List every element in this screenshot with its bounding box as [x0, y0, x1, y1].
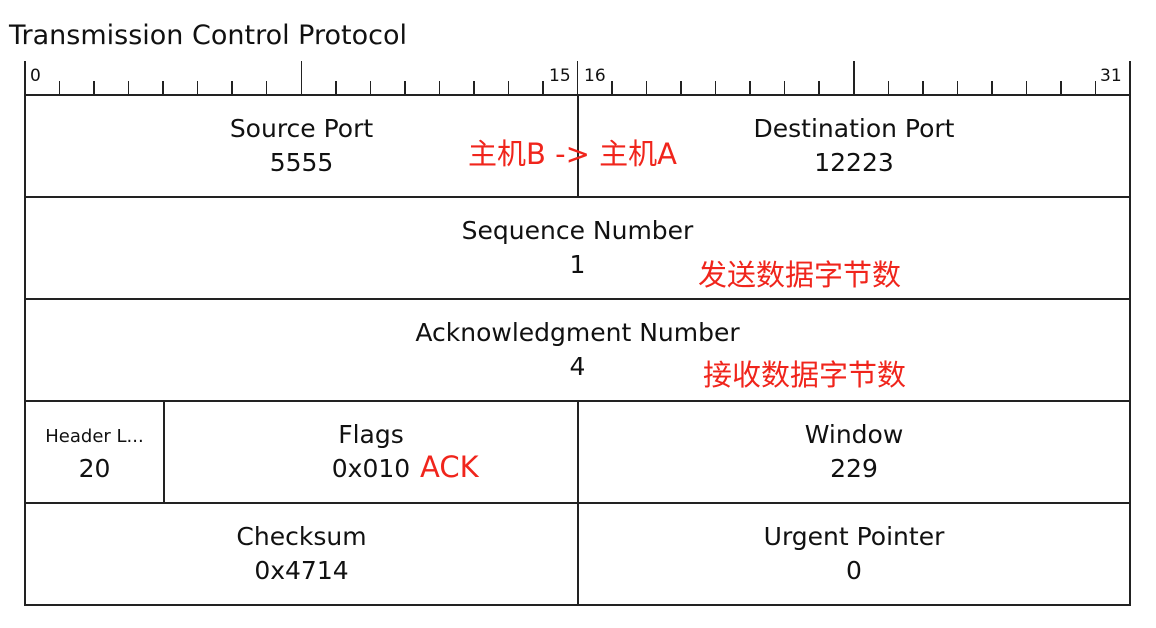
- flags-field: Flags 0x010: [163, 400, 579, 504]
- ruler-tick: [58, 81, 61, 95]
- sequence-number-value: 1: [569, 250, 586, 279]
- sequence-number-field: Sequence Number 1: [24, 196, 1131, 300]
- sequence-note-annotation: 发送数据字节数: [698, 258, 902, 292]
- ruler-tick: [93, 81, 95, 95]
- ruler-tick: [1129, 61, 1131, 95]
- destination-port-value: 12223: [814, 148, 894, 177]
- page-title: Transmission Control Protocol: [9, 20, 407, 51]
- destination-port-label: Destination Port: [753, 114, 955, 143]
- ruler-tick: [991, 81, 993, 95]
- source-port-value: 5555: [269, 148, 334, 177]
- ruler-tick: [300, 61, 302, 95]
- ruler-tick: [231, 81, 233, 95]
- acknowledgment-number-field: Acknowledgment Number 4: [24, 298, 1131, 402]
- ruler-tick: [542, 81, 544, 95]
- checksum-label: Checksum: [236, 522, 367, 551]
- window-value: 229: [830, 454, 878, 483]
- bit-label-31: 31: [1100, 66, 1122, 86]
- checksum-field: Checksum 0x4714: [24, 502, 579, 606]
- ruler-tick: [127, 81, 130, 95]
- direction-annotation: 主机B -> 主机A: [468, 137, 677, 171]
- ruler-tick: [714, 81, 717, 95]
- ruler-tick: [1094, 81, 1097, 95]
- ruler-tick: [335, 81, 337, 95]
- ruler-tick: [680, 81, 682, 95]
- flags-label: Flags: [338, 420, 404, 449]
- ruler-tick: [404, 81, 406, 95]
- ruler-tick: [438, 81, 441, 95]
- flags-value: 0x010: [331, 454, 411, 483]
- acknowledgment-number-label: Acknowledgment Number: [415, 318, 740, 347]
- ruler-tick: [611, 81, 613, 95]
- ruler-tick: [265, 81, 268, 95]
- header-length-label: Header L...: [45, 426, 144, 447]
- ruler-tick: [922, 81, 924, 95]
- acknowledgment-note-annotation: 接收数据字节数: [703, 358, 907, 392]
- ruler-tick: [645, 81, 648, 95]
- ack-flag-annotation: ACK: [420, 450, 479, 484]
- urgent-pointer-value: 0: [846, 556, 862, 585]
- ruler-tick: [853, 61, 855, 95]
- acknowledgment-number-value: 4: [569, 352, 586, 381]
- source-port-label: Source Port: [229, 114, 374, 143]
- ruler-tick: [956, 81, 959, 95]
- ruler-tick: [887, 81, 890, 95]
- header-length-value: 20: [78, 454, 111, 483]
- ruler-tick: [749, 81, 751, 95]
- ruler-tick: [196, 81, 199, 95]
- bit-label-16: 16: [584, 66, 606, 86]
- sequence-number-label: Sequence Number: [461, 216, 694, 245]
- urgent-pointer-field: Urgent Pointer 0: [577, 502, 1131, 606]
- ruler-tick: [24, 61, 26, 95]
- ruler-tick: [1025, 81, 1028, 95]
- ruler-tick: [473, 81, 475, 95]
- urgent-pointer-label: Urgent Pointer: [763, 522, 945, 551]
- ruler-tick: [576, 61, 579, 95]
- header-length-field: Header L... 20: [24, 400, 165, 504]
- ruler-tick: [783, 81, 786, 95]
- destination-port-field: Destination Port 12223: [577, 94, 1131, 198]
- bit-label-0: 0: [30, 66, 41, 86]
- ruler-tick: [507, 81, 510, 95]
- window-field: Window 229: [577, 400, 1131, 504]
- ruler-tick: [1060, 81, 1062, 95]
- ruler-tick: [818, 81, 820, 95]
- ruler-tick: [162, 81, 164, 95]
- window-label: Window: [804, 420, 904, 449]
- checksum-value: 0x4714: [254, 556, 349, 585]
- ruler-tick: [369, 81, 372, 95]
- bit-label-15: 15: [549, 66, 571, 86]
